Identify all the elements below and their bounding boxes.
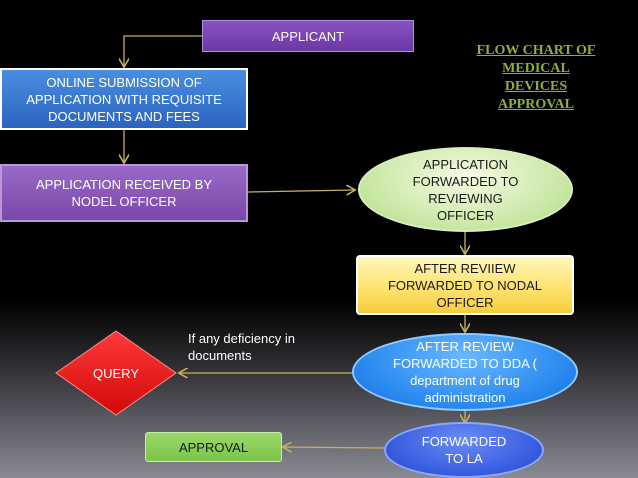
node-query: QUERY (55, 330, 177, 416)
node-after-review-nodal: AFTER REVIIEW FORWARDED TO NODAL OFFICER (356, 255, 574, 315)
node-forwarded-la: FORWARDED TO LA (384, 422, 544, 478)
arrow-received-to-reviewing (247, 190, 354, 192)
arrow-applicant-to-submission (124, 35, 202, 66)
node-forwarded-reviewing: APPLICATION FORWARDED TO REVIEWING OFFIC… (358, 147, 573, 232)
deficiency-note: If any deficiency in documents (188, 331, 295, 363)
query-label: QUERY (93, 365, 139, 381)
node-after-review-dda: AFTER REVIEW FORWARDED TO DDA ( departme… (352, 333, 578, 411)
node-online-submission: ONLINE SUBMISSION OF APPLICATION WITH RE… (0, 68, 248, 130)
node-applicant: APPLICANT (202, 20, 414, 52)
query-diamond-shape (55, 330, 177, 416)
chart-title: FLOW CHART OF MEDICAL DEVICES APPROVAL (476, 43, 596, 112)
node-application-received: APPLICATION RECEIVED BY NODEL OFFICER (0, 164, 248, 222)
node-approval: APPROVAL (145, 432, 282, 462)
arrow-la-to-approval (284, 447, 385, 448)
